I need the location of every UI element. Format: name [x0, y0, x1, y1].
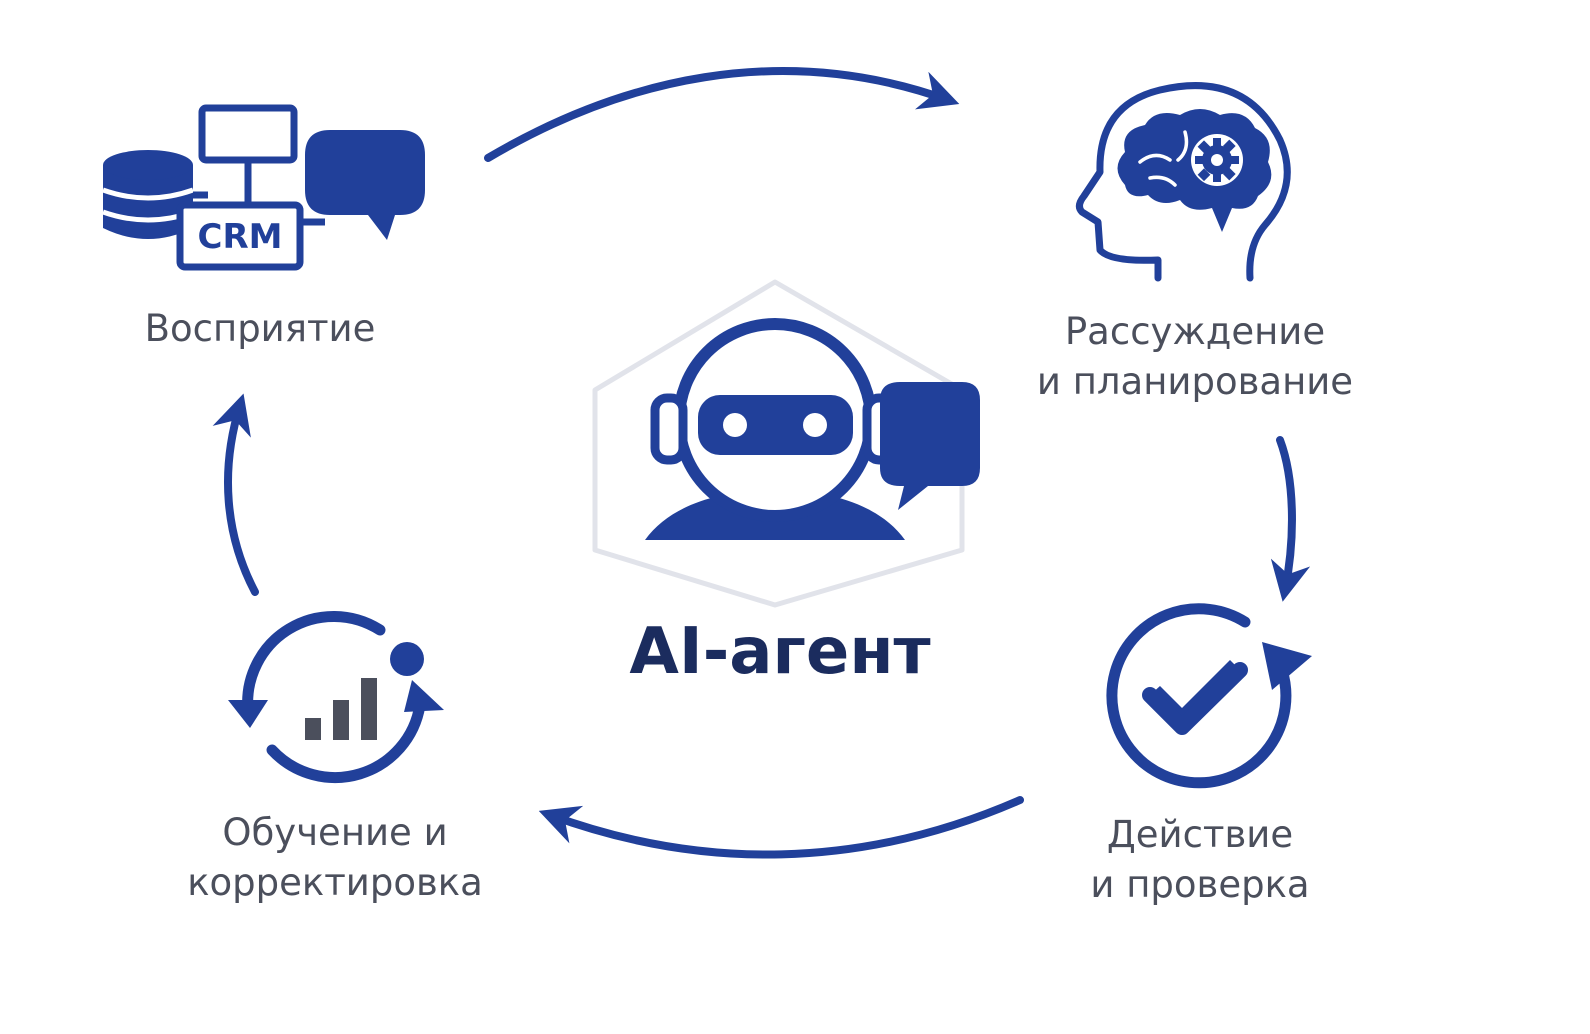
arrow-learning-to-perception [212, 393, 259, 596]
crm-label: CRM [198, 217, 283, 257]
crm-data-chat-icon: CRM [102, 104, 425, 271]
stage-label-action: Действие и проверка [1040, 810, 1360, 910]
cycle-chart-icon [228, 611, 444, 784]
brain-gear-head-icon [1075, 82, 1291, 282]
arrow-reasoning-to-action [1270, 436, 1311, 602]
arrow-action-to-learning [538, 796, 1024, 859]
checkmark-circle-icon [1106, 603, 1312, 789]
stage-label-line: корректировка [187, 861, 483, 904]
stage-label-perception: Восприятие [110, 304, 410, 354]
robot-headset-icon [645, 318, 980, 540]
center-agent [592, 279, 980, 608]
stage-label-line: Обучение и [222, 811, 448, 854]
stage-label-line: и проверка [1090, 863, 1310, 906]
stage-label-line: Восприятие [144, 307, 376, 350]
stage-label-line: Рассуждение [1064, 310, 1326, 353]
stage-label-learning: Обучение и корректировка [160, 808, 510, 908]
stage-label-line: и планирование [1036, 360, 1354, 403]
arrow-perception-to-reasoning [484, 67, 960, 162]
center-title: AI-агент [629, 615, 931, 689]
stage-label-line: Действие [1106, 813, 1294, 856]
cycle-arrows [212, 67, 1311, 859]
stage-label-reasoning: Рассуждение и планирование [1010, 307, 1380, 407]
